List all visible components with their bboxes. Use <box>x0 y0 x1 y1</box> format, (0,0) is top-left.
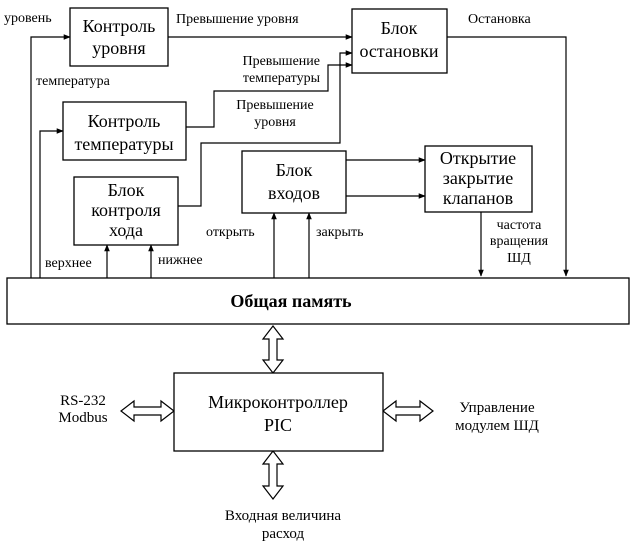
label-lower: нижнее <box>158 253 203 268</box>
input-block-line-1: Блок <box>276 160 313 180</box>
mcu-block: Микроконтроллер PIC <box>173 372 384 452</box>
memory-mcu-double-arrow <box>261 325 285 374</box>
label-motor-freq-1: частота <box>497 218 543 233</box>
mcu-line-1: Микроконтроллер <box>208 392 348 412</box>
line-temperature-input <box>39 128 64 278</box>
label-temperature: температура <box>36 74 111 89</box>
travel-control-line-2: контроля <box>91 200 161 220</box>
line-level-input <box>30 34 71 278</box>
shared-memory-label: Общая память <box>230 291 352 311</box>
label-motor-ctrl-1: Управление <box>459 400 535 416</box>
valves-line-3: клапанов <box>443 188 513 208</box>
label-level-exceed-2-1: Превышение <box>236 98 314 113</box>
travel-control-line-1: Блок <box>108 180 145 200</box>
temperature-control-line-2: температуры <box>74 134 173 154</box>
label-close: закрыть <box>316 225 363 240</box>
motor-control-double-arrow <box>382 399 434 423</box>
mcu-input-double-arrow <box>261 450 285 500</box>
label-stop: Остановка <box>468 12 532 27</box>
label-upper: верхнее <box>45 256 92 271</box>
label-rs232-1: RS-232 <box>60 393 106 409</box>
temperature-control-line-1: Контроль <box>88 111 161 131</box>
label-rs232-2: Modbus <box>58 410 107 426</box>
label-input-value-1: Входная величина <box>225 508 342 524</box>
rs232-double-arrow <box>120 399 175 423</box>
label-motor-freq-3: ШД <box>507 251 531 266</box>
line-stop-output <box>447 36 569 277</box>
travel-control-line-3: хода <box>109 220 143 240</box>
valves-line-2: закрытие <box>443 168 513 188</box>
stop-block-line-1: Блок <box>381 18 418 38</box>
mcu-line-2: PIC <box>264 415 292 435</box>
label-motor-freq-2: вращения <box>490 234 549 249</box>
line-travel-exceed <box>178 50 353 207</box>
stop-block: Блок остановки <box>351 8 448 74</box>
level-control-block: Контроль уровня <box>69 7 169 67</box>
input-block: Блок входов <box>241 150 347 214</box>
valves-block: Открытие закрытие клапанов <box>424 145 533 213</box>
label-input-value-2: расход <box>262 526 305 542</box>
label-level: уровень <box>4 11 52 26</box>
label-temp-exceed-1: Превышение <box>242 54 320 69</box>
label-temp-exceed-2: температуры <box>243 71 321 86</box>
label-level-exceed: Превышение уровня <box>176 12 299 27</box>
shared-memory-block: Общая память <box>6 277 630 325</box>
travel-control-block: Блок контроля хода <box>73 176 179 246</box>
valves-line-1: Открытие <box>440 148 516 168</box>
label-level-exceed-2-2: уровня <box>254 115 296 130</box>
temperature-control-block: Контроль температуры <box>62 101 187 161</box>
connection-lines <box>30 34 569 278</box>
label-open: открыть <box>206 225 255 240</box>
level-control-line-2: уровня <box>92 38 145 58</box>
line-temp-exceed <box>186 62 353 128</box>
label-motor-ctrl-2: модулем ШД <box>455 418 539 434</box>
stop-block-line-2: остановки <box>359 41 438 61</box>
level-control-line-1: Контроль <box>83 16 156 36</box>
input-block-line-2: входов <box>268 183 320 203</box>
